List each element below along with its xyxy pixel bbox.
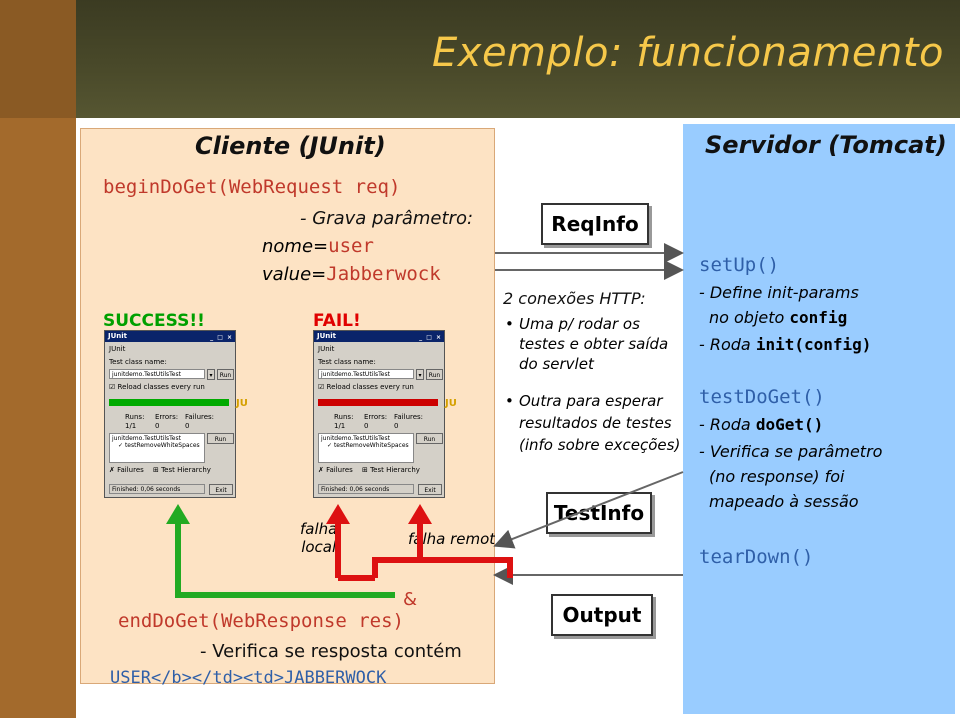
success-label: SUCCESS!! (103, 311, 205, 331)
test-tree[interactable]: junitdemo.TestUtilsTest ✓ testRemoveWhit… (109, 433, 205, 463)
hierarchy-tab[interactable]: ⊞ Test Hierarchy (362, 466, 420, 474)
conexoes-text: 2 conexões HTTP: (503, 289, 646, 308)
bullet-1: • Uma p/ rodar os testes e obter saída d… (505, 315, 669, 373)
run-button[interactable]: Run (217, 369, 234, 380)
errors-label: Errors: (364, 413, 388, 421)
test-tree[interactable]: junitdemo.TestUtilsTest ✓ testRemoveWhit… (318, 433, 414, 463)
roda-doget-line: - Roda doGet() (699, 415, 824, 434)
dropdown-icon[interactable]: ▾ (416, 369, 424, 380)
roda-init-line: - Roda init(config) (699, 335, 872, 354)
server-panel (683, 124, 955, 714)
nome-line: nome=user (262, 235, 374, 257)
junit-titlebar: JUnit_ □ × (314, 331, 444, 342)
junit-logo-icon: JU (236, 398, 248, 409)
reload-checkbox[interactable]: ☑ Reload classes every run (318, 383, 414, 391)
output-box: Output (551, 594, 653, 636)
runs-label: Runs: (125, 413, 145, 421)
junit-menu[interactable]: JUnit (318, 345, 335, 353)
falha-local-label: falha local (300, 520, 338, 556)
fail-remote-arrow-head (408, 504, 432, 524)
end-doget-code: endDoGet(WebResponse res) (118, 610, 404, 632)
reload-checkbox[interactable]: ☑ Reload classes every run (109, 383, 205, 391)
junit-menu[interactable]: JUnit (109, 345, 126, 353)
teardown-code: tearDown() (699, 546, 814, 568)
failures-value: 0 (185, 422, 190, 430)
exit-button[interactable]: Exit (418, 484, 442, 495)
rerun-button[interactable]: Run (416, 433, 443, 444)
testdoget-code: testDoGet() (699, 386, 825, 408)
rerun-button[interactable]: Run (207, 433, 234, 444)
runs-value: 1/1 (334, 422, 346, 430)
fail-remote-arrow (338, 557, 513, 581)
no-response-text: (no response) foi (709, 467, 845, 486)
test-class-label: Test class name: (318, 358, 376, 366)
run-button[interactable]: Run (426, 369, 443, 380)
ampersand: & (403, 589, 418, 610)
tree-item[interactable]: junitdemo.TestUtilsTest (112, 435, 181, 442)
fail-local-arrow-head (326, 504, 350, 524)
title-band (0, 0, 960, 118)
tree-item[interactable]: ✓ testRemoveWhiteSpaces (327, 442, 409, 449)
test-class-input[interactable]: junitdemo.TestUtilsTest (318, 369, 414, 379)
failures-tab[interactable]: ✗ Failures (318, 466, 353, 474)
slide-title: Exemplo: funcionamento (432, 30, 944, 76)
failures-value: 0 (394, 422, 399, 430)
junit-titlebar: JUnit_ □ × (105, 331, 235, 342)
testinfo-box: TestInfo (546, 492, 652, 534)
end-value: USER</b></td><td>JABBERWOCK (110, 668, 387, 688)
errors-label: Errors: (155, 413, 179, 421)
test-class-label: Test class name: (109, 358, 167, 366)
runs-value: 1/1 (125, 422, 137, 430)
tree-item[interactable]: junitdemo.TestUtilsTest (321, 435, 390, 442)
define-text: - Define init-params (699, 283, 859, 302)
no-objeto-line: no objeto config (709, 308, 848, 327)
falha-remota-label: falha remota (408, 530, 505, 548)
dropdown-icon[interactable]: ▾ (207, 369, 215, 380)
failures-label: Failures: (394, 413, 424, 421)
junit-logo-icon: JU (445, 398, 457, 409)
setup-code: setUp() (699, 254, 780, 276)
runs-label: Runs: (334, 413, 354, 421)
window-buttons[interactable]: _ □ × (210, 334, 233, 341)
failures-label: Failures: (185, 413, 215, 421)
begin-doget-code: beginDoGet(WebRequest req) (103, 176, 401, 198)
progress-bar (109, 399, 229, 406)
hierarchy-tab[interactable]: ⊞ Test Hierarchy (153, 466, 211, 474)
errors-value: 0 (155, 422, 160, 430)
left-accent-strip (0, 0, 76, 718)
grava-text: - Grava parâmetro: (300, 208, 474, 229)
status-line: Finished: 0,06 seconds (109, 484, 205, 494)
junit-window-fail: JUnit_ □ × JUnit Test class name: junitd… (313, 330, 445, 498)
tree-item[interactable]: ✓ testRemoveWhiteSpaces (118, 442, 200, 449)
reqinfo-box: ReqInfo (541, 203, 649, 245)
exit-button[interactable]: Exit (209, 484, 233, 495)
test-class-input[interactable]: junitdemo.TestUtilsTest (109, 369, 205, 379)
client-title: Cliente (JUnit) (195, 132, 386, 160)
success-arrow-head (166, 504, 190, 524)
value-line: value=Jabberwock (262, 263, 441, 285)
fail-label: FAIL! (313, 311, 361, 331)
junit-window-success: JUnit_ □ × JUnit Test class name: junitd… (104, 330, 236, 498)
success-arrow (175, 520, 395, 598)
server-title: Servidor (Tomcat) (705, 131, 947, 159)
mapeado-text: mapeado à sessão (709, 492, 859, 511)
status-line: Finished: 0,06 seconds (318, 484, 414, 494)
window-buttons[interactable]: _ □ × (419, 334, 442, 341)
progress-bar (318, 399, 438, 406)
failures-tab[interactable]: ✗ Failures (109, 466, 144, 474)
verifica-param-text: - Verifica se parâmetro (699, 442, 883, 461)
left-accent-top (0, 0, 76, 118)
bullet-2: • Outra para esperar resultados de teste… (505, 392, 681, 454)
verifica-text: - Verifica se resposta contém (200, 641, 462, 662)
return-arrow-testinfo (493, 471, 684, 549)
errors-value: 0 (364, 422, 369, 430)
